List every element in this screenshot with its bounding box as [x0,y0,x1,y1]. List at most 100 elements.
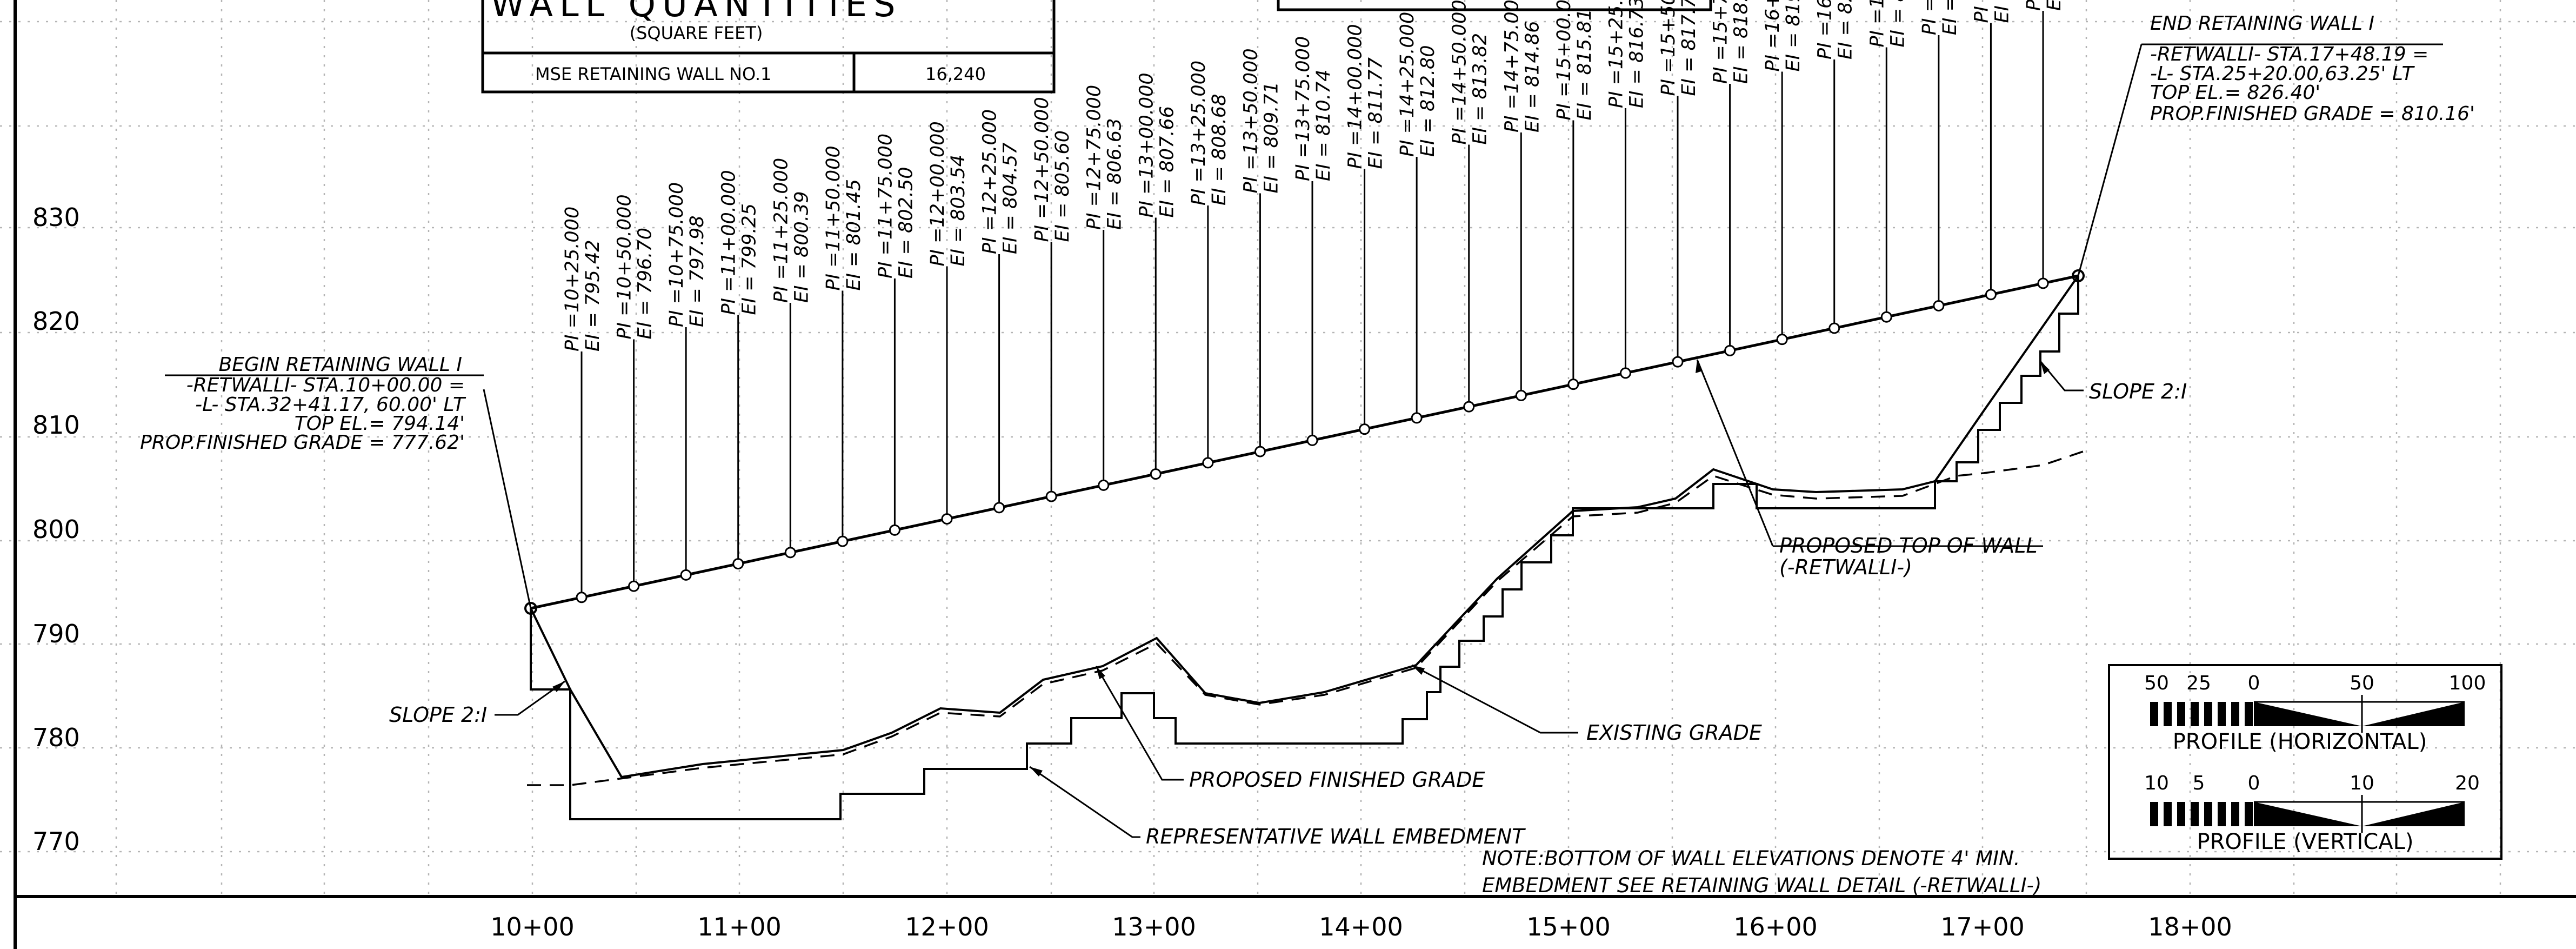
pi-station-label: PI =13+75.000 [1292,36,1314,181]
wall-embedment-line [530,276,2079,820]
slope-right-arrowhead [2040,361,2050,374]
slope-callout-left: SLOPE 2:I [389,680,565,727]
embedment-label: REPRESENTATIVE WALL EMBEDMENT [1146,825,1526,848]
x-label: 16+00 [1733,912,1818,941]
pi-elevation-label: EI = 806.63 [1104,118,1126,230]
v-scale-bar [2150,795,2465,833]
slope-left-label: SLOPE 2:I [389,703,487,727]
slope-callout-right: SLOPE 2:I [2039,361,2187,403]
pi-elevation-label: EI = 821.05 [1835,0,1857,59]
pi-elevation-label: EI = 819.88 [1783,0,1804,72]
pi-elevation-label: EI = 816.73 [1626,0,1647,108]
v-scale-tick: 10 [2144,772,2169,794]
y-label: 770 [32,827,80,856]
pi-station-label: PI =10+75.000 [666,182,688,327]
pi-point [628,580,640,592]
end-note-line: -RETWALLI- STA.17+48.19 = [2150,43,2428,65]
pi-point [1880,311,1892,323]
existing-grade-arrowhead [1412,665,1425,675]
pi-station-label: PI =16+25.000 [1814,0,1836,59]
note-line-2: EMBEDMENT SEE RETAINING WALL DETAIL (-RE… [1482,874,2041,897]
pi-station-label: PI =16+75.000 [1919,0,1940,35]
table-row-label: MSE RETAINING WALL NO.1 [535,64,771,84]
table-title: WALL QUANTITIES [490,0,902,25]
embedment-leader [1029,766,1140,838]
pi-station-label: PI =12+25.000 [979,109,1001,254]
x-label: 15+00 [1526,912,1611,941]
pi-elevation-label: EI = 803.54 [947,155,969,266]
h-scale-tick: 100 [2449,672,2486,694]
begin-note-line: TOP EL.= 794.14' [295,413,465,435]
pi-point [1724,344,1736,356]
pi-elevation-label: EI = 818.76 [1731,0,1752,84]
end-retaining-wall-note: END RETAINING WALL I -RETWALLI- STA.17+4… [2141,12,2475,125]
h-scale-label: PROFILE (HORIZONTAL) [2173,729,2427,754]
pi-elevation-label: EI = 812.80 [1417,45,1439,157]
pi-station-label: PI =14+50.000 [1449,0,1471,145]
h-scale-tick: 50 [2350,672,2374,694]
pi-elevation-label: EI = 822.20 [1887,0,1908,48]
pi-elevation-label: EI = 796.70 [635,228,656,339]
pi-point [837,535,849,547]
begin-note-line: -RETWALLI- STA.10+00.00 = [186,374,465,396]
pi-station-label: PI =17+25.000 [2023,0,2045,11]
pi-point [1828,322,1840,334]
h-scale-tick: 0 [2248,672,2260,694]
end-note-line: -L- STA.25+20.00,63.25' LT [2150,63,2415,85]
pi-point [889,524,900,536]
x-label: 11+00 [697,912,782,941]
embedment-arrowhead [1030,767,1043,777]
pi-station-label: PI =11+00.000 [718,170,740,315]
x-label: 18+00 [2148,912,2232,941]
end-note-line: END RETAINING WALL I [2150,12,2374,35]
pi-elevation-label: EI = 800.39 [791,191,812,303]
existing-grade-label: EXISTING GRADE [1586,721,1762,745]
pi-elevation-label: EI = 814.86 [1521,21,1543,132]
wall-begin-point [524,602,537,615]
grid [0,0,2576,897]
y-label: 780 [32,723,80,752]
pi-elevation-label: EI = 807.66 [1156,106,1178,217]
pi-elevation-label: EI = 813.82 [1470,33,1491,144]
existing-grade-callout: EXISTING GRADE [1411,664,1762,745]
pi-point [1515,389,1527,401]
v-scale-tick: 0 [2248,772,2260,794]
proposed-top-label: PROPOSED TOP OF WALL [1779,534,2038,558]
h-scale-tick: 25 [2186,672,2211,694]
pi-station-label: PI =12+00.000 [927,121,949,266]
proposed-top-sublabel: (-RETWALLI-) [1779,555,1912,579]
pfg-arrowhead [1096,666,1105,679]
pi-station-label: PI =15+50.000 [1658,0,1679,96]
v-scale-label: PROFILE (VERTICAL) [2197,829,2413,854]
slope-left-leader [495,680,565,716]
station-axis: 10+00 11+00 12+00 13+00 14+00 15+00 16+0… [490,912,2232,941]
title-block-fragment [1277,0,1712,11]
pfg-label: PROPOSED FINISHED GRADE [1189,768,1485,792]
pi-elevation-label: EI = 823.32 [1939,0,1961,35]
pi-station-label: PI =16+00.000 [1762,0,1784,72]
note-line-1: NOTE:BOTTOM OF WALL ELEVATIONS DENOTE 4'… [1482,847,2020,870]
pi-point [993,502,1005,514]
pi-point [1306,434,1318,446]
pi-elevation-label: EI = 802.50 [895,167,917,278]
pi-elevation-label: EI = 799.25 [739,203,760,315]
x-label: 13+00 [1112,912,1196,941]
y-label: 820 [32,307,80,336]
pi-point [1985,289,1997,301]
begin-note-line: BEGIN RETAINING WALL I [219,354,462,376]
pi-station-label: PI =16+50.000 [1866,0,1888,48]
pi-elevation-label: EI = 815.81 [1574,9,1596,120]
y-label: 790 [32,619,80,648]
pi-point [1411,412,1423,424]
pi-elevation-label: EI = 810.74 [1313,70,1334,181]
pi-station-label: PI =10+25.000 [562,207,583,351]
table-row-value: 16,240 [925,64,986,84]
pi-point [1045,490,1057,502]
begin-note-leader [483,389,532,609]
pi-station-label: PI =14+00.000 [1345,24,1366,169]
v-scale-tick: 5 [2193,772,2205,794]
h-scale-bar [2150,695,2465,733]
begin-note-line: -L- STA.32+41.17, 60.00' LT [195,394,466,416]
